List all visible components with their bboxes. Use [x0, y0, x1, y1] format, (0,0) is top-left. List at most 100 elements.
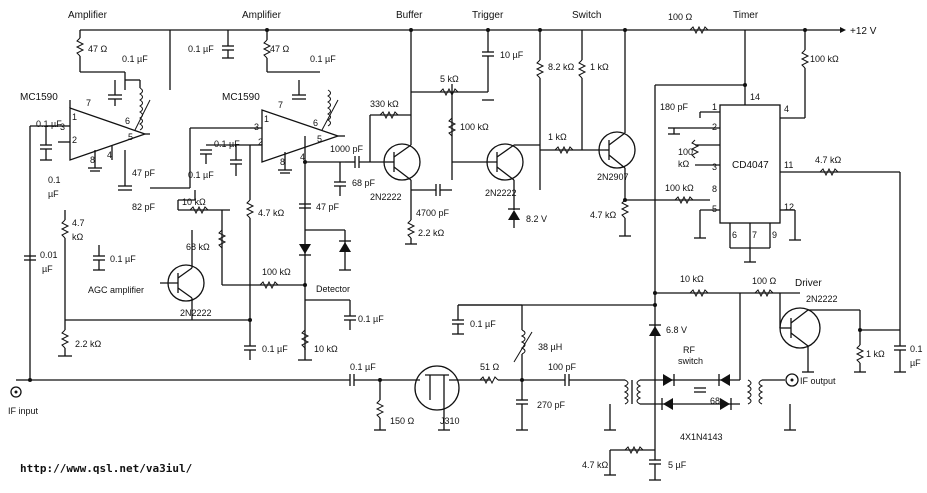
agc-amplifier-label: AGC amplifier: [88, 285, 144, 295]
amplifier-2-label: Amplifier: [242, 10, 282, 21]
r1k-b-label: 1 kΩ: [548, 132, 567, 142]
c01-drv2-label: µF: [910, 358, 921, 368]
supply-rail: [80, 27, 846, 33]
timer-label: Timer: [733, 10, 759, 21]
pin-1a: 1: [72, 112, 77, 122]
trigger-label: Trigger: [472, 10, 504, 21]
c01-amp2b-label: 0.1 µF: [188, 170, 214, 180]
pin-cd-14: 14: [750, 92, 760, 102]
r8-2k-label: 8.2 kΩ: [548, 62, 575, 72]
pin-cd-11: 11: [784, 160, 793, 170]
pin-cd-9: 9: [772, 230, 777, 240]
pin-2a: 2: [72, 135, 77, 145]
if-path-section: [10, 303, 657, 431]
c100p-label: 100 pF: [548, 362, 577, 372]
pin-cd-1: 1: [712, 102, 717, 112]
pin-cd-6: 6: [732, 230, 737, 240]
source-url: http://www.qsl.net/va3iul/: [20, 462, 193, 475]
r100k-buf-label: 100 kΩ: [460, 122, 489, 132]
c5u-label: 5 µF: [668, 460, 687, 470]
pin-cd-2: 2: [712, 122, 717, 132]
c01-mid-label: 0.1 µF: [110, 254, 136, 264]
pin-6a: 6: [125, 116, 130, 126]
c68-rf-label: 68: [710, 396, 720, 406]
amplifier-1-section: [40, 30, 171, 191]
c01-if-label: 0.1 µF: [350, 362, 376, 372]
r47k-2-label: 4.7 kΩ: [258, 208, 285, 218]
r100k-t1-label: 100: [678, 147, 693, 157]
mc1590-a-label: MC1590: [20, 92, 58, 103]
agc-amplifier: [160, 190, 307, 320]
if-output-label: IF output: [800, 376, 836, 386]
q-agc-label: 2N2222: [180, 308, 212, 318]
r47k-label: 4.7: [72, 218, 85, 228]
pin-8b: 8: [280, 157, 285, 167]
amplifier-1-label: Amplifier: [68, 10, 108, 21]
r10k-label: 10 kΩ: [182, 197, 206, 207]
r5k-label: 5 kΩ: [440, 74, 459, 84]
c01-bot2-label: 0.1 µF: [358, 314, 384, 324]
buffer-label: Buffer: [396, 10, 423, 21]
r2-2k-label: 2.2 kΩ: [75, 339, 102, 349]
trigger-section: [452, 30, 605, 228]
rf-switch-label-1: RF: [683, 345, 695, 355]
pin-cd-8: 8: [712, 184, 717, 194]
r150-label: 150 Ω: [390, 416, 415, 426]
q-sw-label: 2N2907: [597, 172, 629, 182]
pin-8a: 8: [90, 155, 95, 165]
q-buf-label: 2N2222: [370, 192, 402, 202]
c01-j-label: 0.1 µF: [470, 319, 496, 329]
rf-switch-section: [604, 324, 799, 481]
detector-label: Detector: [316, 284, 350, 294]
c01-drv1-label: 0.1: [910, 344, 923, 354]
switch-label: Switch: [572, 10, 601, 21]
pin-7a: 7: [86, 98, 91, 108]
mc1590-b-label: MC1590: [222, 92, 260, 103]
r100-top-label: 100 Ω: [668, 12, 693, 22]
c01-amp2a-label: 0.1 µF: [214, 139, 240, 149]
c47p-2-label: 47 pF: [316, 202, 340, 212]
z8-2-label: 8.2 V: [526, 214, 547, 224]
r100k-t2-label: kΩ: [678, 159, 690, 169]
r4-7k-sw-label: 4.7 kΩ: [590, 210, 617, 220]
r2-2k-buf-label: 2.2 kΩ: [418, 228, 445, 238]
pin-cd-4: 4: [784, 104, 789, 114]
cd4047-label: CD4047: [732, 160, 769, 171]
l38-label: 38 µH: [538, 342, 562, 352]
labels-layer: Amplifier Amplifier Buffer Trigger Switc…: [8, 10, 923, 475]
c68p-label: 68 pF: [352, 178, 376, 188]
r10k-drv-label: 10 kΩ: [680, 274, 704, 284]
r100-drv-label: 100 Ω: [752, 276, 777, 286]
r4-7k-t-label: 4.7 kΩ: [815, 155, 842, 165]
pin-cd-3: 3: [712, 162, 717, 172]
pin-2b: 2: [258, 137, 263, 147]
driver-label: Driver: [795, 278, 822, 289]
pin-1b: 1: [264, 114, 269, 124]
c270p-label: 270 pF: [537, 400, 566, 410]
r1k-a-label: 1 kΩ: [590, 62, 609, 72]
c10u-label: 10 µF: [500, 50, 524, 60]
r100k-agc-label: 100 kΩ: [262, 267, 291, 277]
pin-3a: 3: [60, 122, 65, 132]
c01-in-label: 0.1 µF: [36, 119, 62, 129]
c001b-label: µF: [42, 264, 53, 274]
z6-8-label: 6.8 V: [666, 325, 687, 335]
r47-a-label: 47 Ω: [88, 44, 108, 54]
detector-section: [298, 136, 385, 361]
pin-3b: 3: [254, 122, 259, 132]
r100k-t3-label: 100 kΩ: [665, 183, 694, 193]
r51-label: 51 Ω: [480, 362, 500, 372]
if-input-label: IF input: [8, 406, 39, 416]
c01-top-b-label: 0.1 µF: [310, 54, 336, 64]
r330k-label: 330 kΩ: [370, 99, 399, 109]
c1000p-label: 1000 pF: [330, 144, 364, 154]
r47kb-label: kΩ: [72, 232, 84, 242]
switch-section: [577, 30, 710, 237]
j310-label: J310: [440, 416, 460, 426]
pin-cd-12: 12: [784, 202, 794, 212]
c4700p-label: 4700 pF: [416, 208, 450, 218]
q-trig-label: 2N2222: [485, 188, 517, 198]
r1k-drv-label: 1 kΩ: [866, 349, 885, 359]
pin-4b: 4: [300, 152, 305, 162]
